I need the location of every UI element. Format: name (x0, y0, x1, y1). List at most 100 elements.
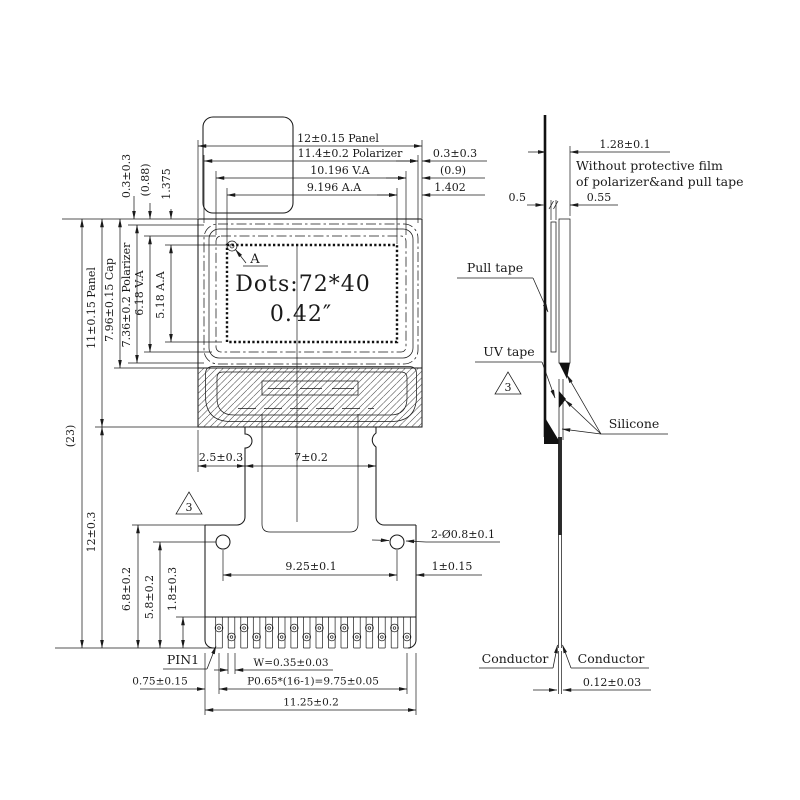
dim-text: 12±0.3 (85, 512, 98, 553)
band-inner-outline-2 (216, 371, 408, 416)
dim-text: 5.18 A.A (154, 270, 167, 318)
dim-aa-height: 5.18 A.A (154, 244, 173, 343)
conductor-dark-segment (558, 437, 562, 535)
dim-gap-right-1: 0.3±0.3 (396, 147, 487, 163)
pull-tape-label: Pull tape (467, 260, 523, 275)
tab-inner-region (261, 414, 359, 533)
flag-note-3-front: 3 (175, 491, 203, 515)
conductor-callout-right: Conductor (562, 644, 649, 669)
silicone-wedge-3 (544, 416, 561, 444)
dim-text: (0.9) (440, 164, 466, 177)
dim-text: 0.12±0.03 (583, 676, 641, 689)
dim-va-height: 6.18 V.A (133, 235, 152, 353)
silicone-callout: Silicone (561, 374, 668, 435)
dim-text: 0.55 (587, 191, 612, 204)
detail-a-label: A (249, 252, 260, 267)
pins (214, 616, 412, 649)
dim-text: 1.402 (434, 181, 466, 194)
dim-footer-width: 11.25±0.2 (204, 653, 417, 715)
dim-text: 11.25±0.2 (283, 697, 339, 709)
detail-a-marker: A (226, 240, 268, 267)
uv-tape-callout: UV tape (475, 344, 556, 399)
viewing-area-outline (215, 235, 407, 353)
tab-left-edge (236, 427, 253, 526)
note-line1: Without protective film (576, 158, 723, 173)
dim-gap-top-2: (0.88) (139, 163, 152, 220)
dim-foot-c: 1.8±0.3 (166, 567, 185, 649)
dim-text: (0.88) (139, 163, 152, 196)
dim-text: 0.5 (509, 191, 527, 204)
dim-aa-width: 9.196 A.A (226, 181, 398, 197)
detail-a-leader (235, 249, 247, 264)
hole-left (215, 534, 231, 550)
dim-text: 5.8±0.2 (143, 575, 156, 619)
panel-stack-side (558, 218, 571, 364)
dim-text: (23) (64, 425, 77, 448)
fpc-tab (236, 414, 385, 533)
tab-right-edge (371, 427, 385, 526)
dim-conductor-width: 0.12±0.03 (533, 651, 651, 694)
dim-text: 6.18 V.A (133, 269, 146, 316)
uv-tape-label: UV tape (483, 344, 534, 359)
detail-a-circle-inner (229, 243, 235, 249)
footer-left-edge (204, 525, 216, 649)
dim-text: 1.28±0.1 (599, 138, 650, 151)
dim-panel-height: 11±0.15 Panel (85, 218, 104, 428)
dim-gap-right-3: 1.402 (377, 181, 485, 197)
left-extension-lines (55, 218, 227, 649)
dim-cap-height: 7.96±0.15 Cap (103, 218, 122, 369)
dim-tab-width: 7±0.2 (244, 451, 377, 468)
dim-total-height: (23) (64, 218, 84, 649)
dim-foot-a: 6.8±0.2 (120, 524, 140, 649)
side-annotations: 1.28±0.1 Without protective film of pola… (457, 138, 744, 694)
sealant-band (198, 366, 422, 427)
dim-text: 1.375 (160, 168, 173, 200)
dim-text: 7±0.2 (294, 451, 328, 464)
panel-outline (197, 218, 423, 428)
dim-gap-right-2: (0.9) (386, 164, 485, 180)
triangle-icon (494, 371, 522, 395)
side-view (543, 115, 571, 648)
dim-gap-top-3: 1.375 (160, 168, 173, 220)
conductor-label-left: Conductor (482, 651, 549, 666)
silicone-wedge-2 (559, 391, 566, 408)
active-area-border (225, 243, 399, 344)
conductor-callout-left: Conductor (479, 644, 558, 669)
triangle-icon (175, 491, 203, 515)
front-view: Dots:72*40 0.42″ A (175, 116, 423, 649)
front-dimensions: 12±0.15 Panel 11.4±0.2 Polarizer 10.196 … (55, 132, 500, 715)
dim-text: 7.36±0.2 Polarizer (120, 242, 133, 347)
footer (204, 524, 417, 649)
dim-foot-b: 5.8±0.2 (143, 541, 162, 649)
dim-hole-span: 9.25±0.1 (222, 550, 398, 581)
cap-outline (208, 228, 414, 359)
dim-fpc-height: 12±0.3 (85, 426, 104, 649)
flag-note-3-side: 3 (494, 371, 522, 395)
dim-text: 0.3±0.3 (120, 154, 133, 198)
dim-hole-edge: 1±0.15 (415, 560, 482, 577)
dim-polarizer-width: 11.4±0.2 Polarizer (203, 147, 419, 163)
dim-text: 9.25±0.1 (285, 560, 336, 573)
pin1-callout: PIN1 (163, 645, 217, 670)
dim-text: 1±0.15 (432, 560, 473, 573)
dim-text: 12±0.15 Panel (297, 132, 379, 145)
dim-text: 10.196 V.A (310, 164, 371, 177)
footer-right-edge (407, 525, 417, 649)
dim-side-stack: 1.28±0.1 (528, 138, 670, 216)
pull-tape-side (550, 221, 557, 353)
dim-text: 1.8±0.3 (166, 567, 179, 611)
dim-tab-offset: 2.5±0.3 (197, 451, 246, 468)
hole-right (389, 534, 405, 550)
dim-text: 2-Ø0.8±0.1 (431, 528, 495, 541)
dim-text: W=0.35±0.03 (253, 657, 328, 669)
dim-text: 7.96±0.15 Cap (103, 258, 116, 342)
dim-text: 9.196 A.A (307, 181, 362, 194)
detail-a-circle (226, 240, 238, 252)
top-extension-lines (197, 140, 423, 244)
band-hatch (198, 368, 422, 427)
dim-text: 0.75±0.15 (132, 676, 188, 688)
flag-3-label: 3 (186, 501, 193, 514)
polarizer-outline (203, 223, 419, 365)
